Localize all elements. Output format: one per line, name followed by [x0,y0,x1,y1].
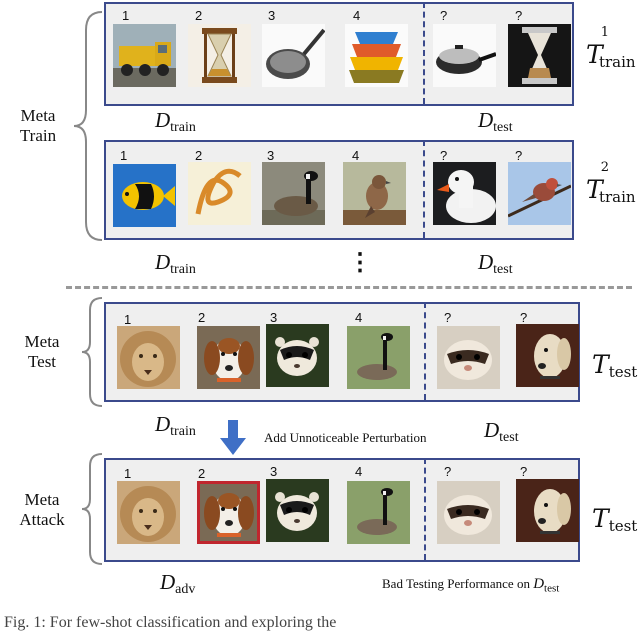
meta-train-brace [73,11,103,241]
train-test-divider [424,302,426,400]
query-number: ? [520,464,528,479]
task-label-test: Ttest [592,350,638,381]
d-train-label: Dtrain [155,108,196,135]
query-number: ? [520,310,528,325]
d-test-label: Dtest [478,250,513,277]
meta-test-brace [81,297,103,407]
sample-number: 3 [268,8,276,23]
sample-number: 4 [355,464,363,479]
sample-number: 1 [122,8,130,23]
ferret-photo [266,479,329,542]
task-panel-attack [104,458,580,562]
meta-attack-label: Meta Attack [19,490,65,529]
d-test-label: Dtest [478,108,513,135]
sample-number: 3 [267,148,275,163]
sample-number: 2 [195,8,203,23]
bird-photo [343,162,406,225]
query-number: ? [444,464,452,479]
sample-number: 4 [353,8,361,23]
dog-photo [516,324,579,387]
goose-photo [347,481,410,544]
more-tasks-ellipsis: ⋮ [348,250,372,276]
sample-number: 4 [355,310,363,325]
duck-photo [433,162,496,225]
task-label-train-2: T2train [586,159,636,206]
meta-test-label: Meta Test [24,332,60,371]
sample-number: 3 [270,310,278,325]
ferret-photo [437,481,500,544]
query-number: ? [515,148,523,163]
task-label-train-1: T1train [586,24,636,71]
sample-number: 1 [124,312,132,327]
hourglass-photo [508,24,571,87]
ferret-photo [266,324,329,387]
dog-photo [197,326,260,389]
meta-attack-brace [81,453,103,565]
fish-photo [113,164,176,227]
sample-number: 4 [352,148,360,163]
query-number: ? [440,148,448,163]
pan-photo [433,24,496,87]
hourglass-photo [188,24,251,87]
train-test-divider [424,458,426,560]
sample-number: 1 [120,148,128,163]
train-test-divider [423,2,425,104]
task-panel-test [104,302,580,402]
down-arrow-icon [220,420,246,455]
bird-photo [508,162,571,225]
ferret-photo [437,326,500,389]
bad-performance-note: Bad Testing Performance on Dtest [382,576,560,595]
d-train-label: Dtrain [155,412,196,439]
query-number: ? [440,8,448,23]
bowls-photo [345,24,408,87]
d-train-label: Dtrain [155,250,196,277]
frying-pan-photo [262,24,325,87]
dog-photo [516,479,579,542]
sample-number: 2 [198,310,206,325]
sample-number: 2 [195,148,203,163]
query-number: ? [444,310,452,325]
task-label-attack: Ttest [592,504,638,535]
perturbed-dog-photo [197,481,260,544]
knot-photo [188,162,251,225]
d-adv-label: Dadv [160,570,196,597]
goose-photo [347,326,410,389]
truck-photo [113,24,176,87]
goose-photo [262,162,325,225]
d-test-label: Dtest [484,418,519,445]
lion-photo [117,326,180,389]
query-number: ? [515,8,523,23]
sample-number: 1 [124,466,132,481]
sample-number: 3 [270,464,278,479]
lion-photo [117,481,180,544]
figure-caption: Fig. 1: For few-shot classification and … [4,614,337,631]
train-test-divider [423,140,425,238]
sample-number: 2 [198,466,206,481]
perturbation-note: Add Unnoticeable Perturbation [264,430,427,445]
meta-train-label: Meta Train [19,106,57,145]
train-test-separator [66,286,632,289]
